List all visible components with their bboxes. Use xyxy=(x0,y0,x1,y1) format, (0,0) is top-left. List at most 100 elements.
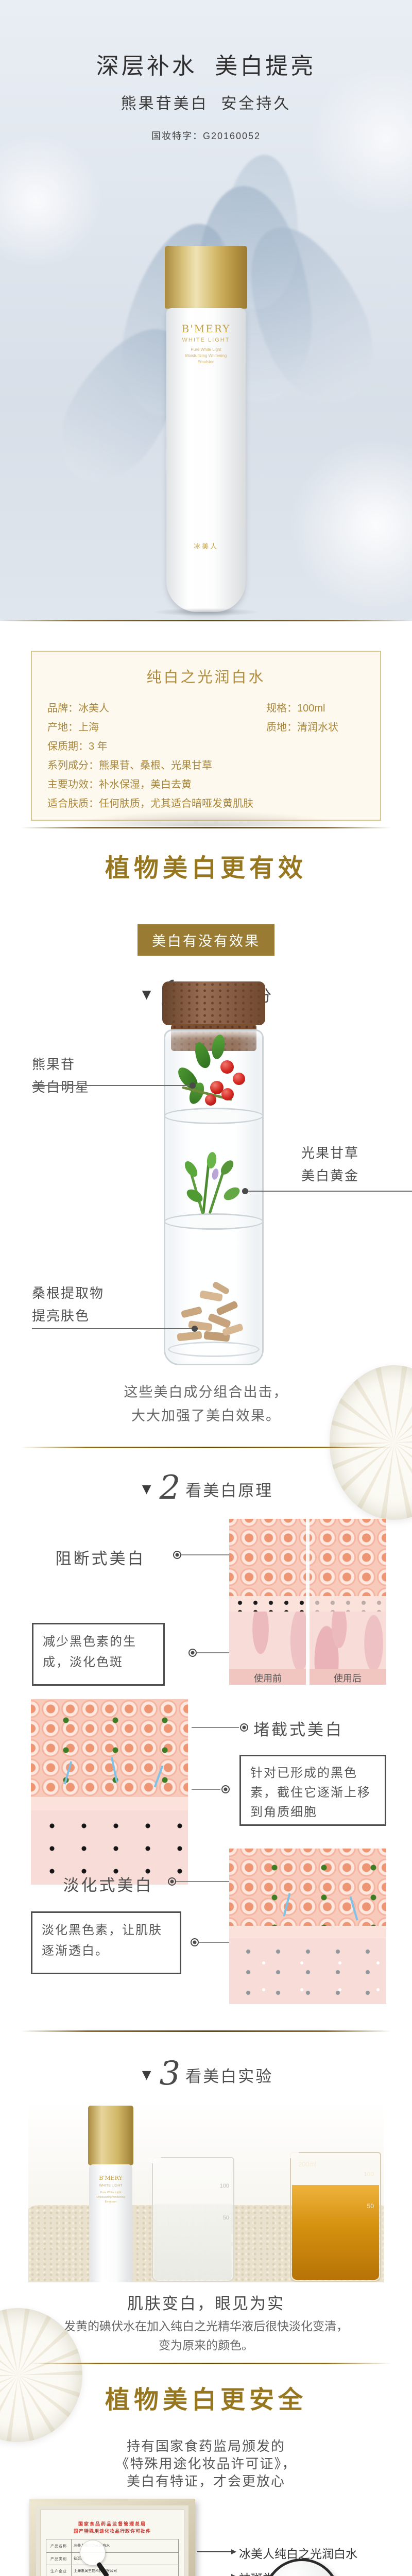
bottle-line-text: WHITE LIGHT xyxy=(182,337,230,343)
ingredient-name: 光果甘草 xyxy=(301,1145,359,1161)
hero-headline: 深层补水 美白提亮 xyxy=(96,54,316,79)
ingredient-name: 桑根提取物 xyxy=(32,1285,105,1301)
info-rows-right: 规格：100ml 质地：清润水状 xyxy=(266,699,380,737)
connector-bullet xyxy=(221,1785,230,1793)
gold-divider xyxy=(21,1447,391,1448)
certificate-mat: CFDA 国家食品药品监督管理总局 国产特殊用途化妆品行政许可批件 产品名称冰美… xyxy=(36,2505,188,2576)
certificate-frame: CFDA 国家食品药品监督管理总局 国产特殊用途化妆品行政许可批件 产品名称冰美… xyxy=(29,2499,195,2576)
beaker-mark: 50 xyxy=(222,2215,229,2221)
gold-divider xyxy=(31,2363,391,2364)
info-row: 质地：清润水状 xyxy=(266,722,338,733)
connector-dot xyxy=(190,1082,196,1089)
experiment-result-line: 发黄的碘伏水在加入纯白之光精华液后很快淡化变清， xyxy=(64,2319,348,2333)
info-row: 保质期：3 年 xyxy=(47,741,108,752)
section-title-safe: 植物美白更安全 xyxy=(105,2385,307,2414)
bearberry-fruit xyxy=(233,1073,245,1085)
bearberry-fruit xyxy=(210,1081,224,1094)
hero-license-no: 国妆特字：G20160052 xyxy=(151,131,261,141)
dermis-layer xyxy=(31,1810,188,1885)
experiment-bottle-cap xyxy=(88,2106,133,2165)
triangle-icon: ▼ xyxy=(139,986,154,1003)
bottle-line-text: WHITE LIGHT xyxy=(99,2184,123,2188)
gold-divider xyxy=(21,827,391,828)
beaker-liquid-amber xyxy=(292,2185,379,2280)
section-title-effective: 植物美白更有效 xyxy=(105,854,307,883)
principle-name: 堵截式美白 xyxy=(253,1721,344,1739)
certificate-row: 生产企业上海惠润生物科技有限公司 xyxy=(46,2565,179,2576)
principle-name: 淡化式美白 xyxy=(63,1876,153,1894)
ingredients-conclusion: 大大加强了美白效果。 xyxy=(131,1408,281,1423)
bearberry-fruit xyxy=(205,1094,216,1106)
connector-line xyxy=(192,1727,239,1728)
magnifier-highlight xyxy=(80,2540,106,2566)
bokeh-light xyxy=(0,134,103,268)
info-row: 品牌：冰美人 xyxy=(47,703,109,714)
hero-bottle-cap xyxy=(165,246,247,309)
ingredient-desc: 美白黄金 xyxy=(301,1168,359,1183)
connector-line xyxy=(197,1652,229,1653)
ingredients-conclusion: 这些美白成分组合出击， xyxy=(124,1384,288,1400)
certificate-row: 产品名称冰美人纯白之光润白水 xyxy=(46,2539,179,2553)
bottle-sub-text: Moisturizing Whitening xyxy=(185,353,227,358)
beaker-mark: 100 xyxy=(219,2183,229,2189)
gold-divider xyxy=(21,2030,391,2032)
connector-line xyxy=(248,1191,412,1192)
effective-badge: 美白有没有效果 xyxy=(0,924,412,956)
card-shadow xyxy=(31,805,381,826)
subsection-label: 看美白实验 xyxy=(185,2067,273,2086)
triangle-icon: ▼ xyxy=(139,2066,154,2083)
before-label: 使用前 xyxy=(254,1673,282,1684)
triangle-icon: ▼ xyxy=(139,1481,154,1498)
bottle-sub-text: Pure White Light xyxy=(191,347,221,352)
principle-desc-box: 淡化黑色素，让肌肤逐渐透白。 xyxy=(31,1911,181,1974)
info-row: 主要功效：补水保湿，美白去黄 xyxy=(47,779,192,790)
after-label: 使用后 xyxy=(334,1673,362,1684)
info-row: 产地：上海 xyxy=(47,722,99,733)
beaker-mark: 200ml xyxy=(298,2160,317,2168)
hero-subheadline: 熊果苷美白 安全持久 xyxy=(121,95,291,112)
subsection-number: 2 xyxy=(159,1469,181,1507)
bottle-sub-text: Moisturizing Whitening xyxy=(96,2196,125,2199)
jar-rim xyxy=(164,1213,264,1230)
info-row: 系列成分：熊果苷、桑根、光果甘草 xyxy=(47,760,212,771)
connector-bullet xyxy=(191,1938,199,1946)
connector-dot xyxy=(242,1188,248,1194)
badge-label: 美白有没有效果 xyxy=(138,924,274,956)
bottle-cn-text: 冰美人 xyxy=(193,543,218,550)
subsection-number: 3 xyxy=(159,2055,181,2093)
skin-diagram-block xyxy=(229,1849,386,2004)
bearberry-fruit xyxy=(221,1088,234,1100)
cork-lid xyxy=(162,981,265,1025)
connector-bullet xyxy=(173,1551,181,1559)
certificate-row: 产品类别祛斑类 xyxy=(46,2553,179,2565)
connector-line xyxy=(32,1085,191,1086)
callout-text: 冰美人纯白之光润白水 xyxy=(239,2547,357,2561)
connector-line xyxy=(176,1881,229,1882)
jar-rim xyxy=(168,1342,260,1357)
experiment-result-title: 肌肤变白，眼见为实 xyxy=(127,2295,285,2313)
diagram-center-divider xyxy=(306,1519,310,1685)
certificate-paper: CFDA 国家食品药品监督管理总局 国产特殊用途化妆品行政许可批件 产品名称冰美… xyxy=(40,2510,184,2576)
beaker-liquid-clear xyxy=(154,2204,232,2280)
subsection-experiment: ▼ 3 看美白实验 xyxy=(0,2057,412,2090)
hero-bottle-body: B'MERY WHITE LIGHT Pure White Light Mois… xyxy=(166,308,246,612)
whitening-agent-dots xyxy=(31,1699,188,1797)
experiment-bottle-body: B'MERY WHITE LIGHT Pure White Light Mois… xyxy=(89,2164,132,2282)
info-card-title: 纯白之光润白水 xyxy=(146,669,266,686)
connector-line xyxy=(181,1554,229,1555)
hero-section: 深层补水 美白提亮 熊果苷美白 安全持久 国妆特字：G20160052 B'ME… xyxy=(0,0,412,621)
bottle-sub-text: Emulsion xyxy=(197,360,215,364)
ingredient-desc: 提亮肤色 xyxy=(32,1308,90,1324)
safe-intro-line: 美白有特证，才会更放心 xyxy=(126,2473,285,2489)
info-row: 适合肤质：任何肤质，尤其适合暗哑发黄肌肤 xyxy=(47,798,253,809)
bottle-shadow xyxy=(152,608,260,616)
experiment-result-line: 变为原来的颜色。 xyxy=(159,2338,253,2352)
connector-line xyxy=(32,1328,193,1329)
skin-diagram-block: 使用前 使用后 xyxy=(229,1519,386,1685)
bearberry-fruit xyxy=(220,1060,234,1074)
connector-line xyxy=(199,1942,229,1943)
connector-bullet xyxy=(168,1877,176,1886)
connector-bullet xyxy=(240,1723,248,1732)
bottle-sub-text: Emulsion xyxy=(105,2200,117,2204)
